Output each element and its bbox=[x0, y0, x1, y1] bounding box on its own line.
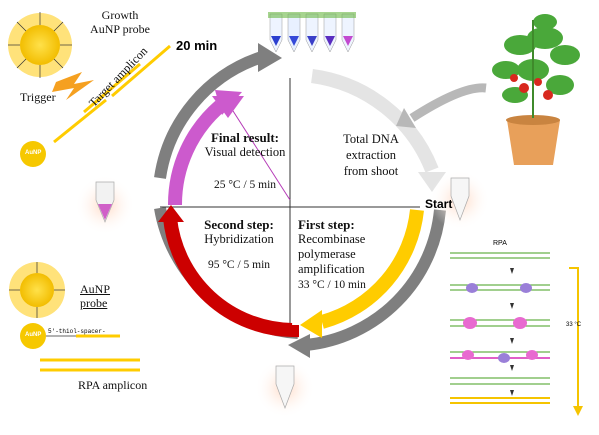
rpa-amplicon-label: RPA amplicon bbox=[78, 378, 148, 392]
target-amplicon-strands bbox=[53, 44, 171, 144]
rpa-amplicon-strands bbox=[40, 358, 140, 372]
growth-probe-line1: Growth bbox=[101, 8, 139, 22]
rpa-process-panel bbox=[450, 252, 583, 416]
aunp-probe-particle bbox=[9, 262, 65, 318]
start-label: Start bbox=[425, 197, 453, 211]
linker-text: 5'-thiol-spacer- bbox=[48, 328, 106, 335]
red-arrow bbox=[158, 205, 299, 338]
yellow-arrow bbox=[300, 209, 424, 338]
extraction-line1: Total DNA bbox=[343, 132, 399, 146]
growth-aunp-particle bbox=[8, 12, 72, 78]
tube-magenta bbox=[75, 175, 135, 235]
first-step-line3: amplification bbox=[298, 262, 365, 276]
divider-lines bbox=[160, 78, 420, 330]
tomato-plant bbox=[492, 14, 580, 165]
tube-start bbox=[430, 170, 490, 230]
second-step-condition: 95 °C / 5 min bbox=[207, 259, 271, 271]
second-step-title: Second step: bbox=[204, 217, 274, 232]
extraction-label: Total DNA extraction from shoot bbox=[316, 131, 426, 179]
final-step-condition: 25 °C / 5 min bbox=[213, 179, 277, 191]
aunp-badge-bottom-label: AuNP bbox=[25, 332, 42, 338]
rpa-small-label: RPA bbox=[493, 240, 507, 247]
final-step-box: Final result: Visual detection bbox=[190, 130, 300, 160]
aunp-badge-top-label: AuNP bbox=[25, 150, 42, 156]
first-step-condition: 33 °C / 10 min bbox=[298, 279, 366, 291]
first-step-line1: Recombinase bbox=[298, 232, 366, 246]
second-step-subtitle: Hybridization bbox=[204, 232, 274, 246]
time-label: 20 min bbox=[176, 38, 218, 53]
trigger-label: Trigger bbox=[20, 90, 56, 104]
extraction-line3: from shoot bbox=[343, 164, 399, 178]
aunp-badge-bottom bbox=[20, 323, 46, 349]
first-step-title: First step: bbox=[298, 217, 355, 232]
magenta-arrow bbox=[167, 90, 244, 206]
first-step-line2: polymerase bbox=[298, 247, 356, 261]
tube-bottom bbox=[255, 358, 315, 418]
rpa-temp-label: 33 °C bbox=[566, 322, 582, 328]
first-step-box: First step: Recombinase polymerase ampli… bbox=[298, 217, 384, 293]
plant-arrow bbox=[409, 83, 487, 122]
extraction-line2: extraction bbox=[346, 148, 396, 162]
trigger-lightning-icon bbox=[52, 72, 94, 100]
aunp-badge-top bbox=[20, 141, 46, 167]
final-step-subtitle: Visual detection bbox=[204, 145, 286, 159]
growth-probe-title: Growth AuNP probe bbox=[78, 8, 162, 36]
second-step-box: Second step: Hybridization bbox=[183, 217, 295, 247]
aunp-probe-line1: AuNP bbox=[80, 282, 111, 296]
final-step-title: Final result: bbox=[210, 130, 279, 145]
growth-probe-line2: AuNP probe bbox=[90, 22, 150, 36]
gray-cycle-arrow bbox=[154, 43, 446, 358]
result-tubes-row bbox=[268, 12, 356, 53]
aunp-probe-line2: probe bbox=[80, 296, 108, 310]
